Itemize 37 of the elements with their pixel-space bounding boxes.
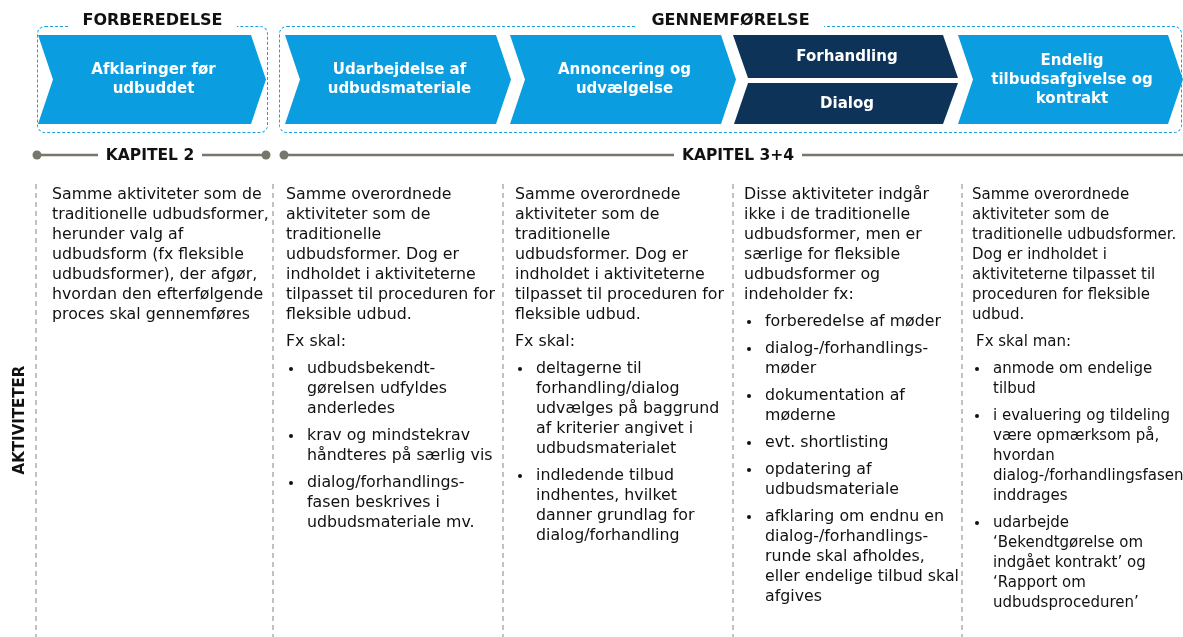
process-step bbox=[509, 34, 736, 124]
bullet-text: i evaluering og tildeling være opmærksom på, hvordan dialog-/forhandlingsfasen inddrages bbox=[993, 406, 1183, 504]
activity-text: Samme aktiviteter som de traditionelle udbudsformer, herunder valg af udbudsform (fx fleksible udbudsformer), der afgør, hvordan den efterfølgende proces skal gennemføres bbox=[52, 184, 270, 324]
bullet-text: deltagerne til forhandling/dialog udvælges på baggrund af kriterier angivet i udbudsmaterialet bbox=[536, 358, 720, 457]
process-step bbox=[957, 34, 1183, 124]
activity-text: Samme overordnede aktiviteter som de traditionelle udbudsformer. Dog er indholdet i aktiviteterne tilpasset til proceduren for fleksible udbud. bbox=[515, 184, 725, 324]
step-label: Afklaringer før udbuddet bbox=[90, 60, 217, 98]
activity-text: Disse aktiviteter indgår ikke i de traditionelle udbudsformer, men er særlige for fleksible udbudsformer og indeholder fx: bbox=[744, 184, 930, 304]
step-label: Annoncering og udvælgelse bbox=[556, 60, 693, 98]
activity-text: Fx skal: bbox=[286, 331, 347, 351]
process-step bbox=[732, 34, 958, 78]
activity-text: Samme overordnede aktiviteter som de traditionelle udbudsformer. Dog er indholdet i aktiviteterne tilpasset til proceduren for fleksible udbud. bbox=[286, 184, 496, 324]
bullet-text: dokumentation af møderne bbox=[765, 385, 905, 424]
bullet-text: udbudsbekendt-gørelsen udfyldes anderledes bbox=[307, 358, 447, 417]
bullet-text: opdatering af udbudsmateriale bbox=[765, 459, 899, 498]
activity-text: Fx skal: bbox=[515, 331, 576, 351]
bullet-text: krav og mindstekrav håndteres på særlig vis bbox=[307, 425, 493, 464]
row-heading: AKTIVITETER bbox=[9, 365, 28, 475]
bullet-text: evt. shortlisting bbox=[765, 432, 889, 451]
step-label: Udarbejdelse af udbudsmateriale bbox=[326, 60, 473, 98]
phase-heading: GENNEMFØRELSE bbox=[637, 10, 824, 29]
process-step bbox=[37, 34, 266, 124]
process-step bbox=[732, 82, 958, 124]
activity-text: Fx skal man: bbox=[975, 331, 1072, 351]
phase-heading: FORBEREDELSE bbox=[68, 10, 237, 29]
bullet-text: udarbejde ‘Bekendtgørelse om indgået kontrakt’ og ‘Rapport om udbudsproceduren’ bbox=[993, 513, 1146, 611]
bullet-text: dialog/forhandlings-fasen beskrives i udbudsmateriale mv. bbox=[307, 472, 475, 531]
bullet-text: afklaring om endnu en dialog-/forhandlings-runde skal afholdes, eller endelige tilbud skal afgives bbox=[765, 506, 959, 605]
bullet-text: forberedelse af møder bbox=[765, 311, 941, 330]
step-label: Endelig tilbudsafgivelse og kontrakt bbox=[990, 50, 1154, 108]
process-step bbox=[284, 34, 511, 124]
activity-text: Samme overordnede aktiviteter som de traditionelle udbudsformer. Dog er indholdet i aktiviteterne tilpasset til proceduren for fleksible udbud. bbox=[972, 184, 1178, 324]
bullet-text: indledende tilbud indhentes, hvilket danner grundlag for dialog/forhandling bbox=[536, 465, 695, 544]
bullet-text: dialog-/forhandlings-møder bbox=[765, 338, 929, 377]
bullet-text: anmode om endelige tilbud bbox=[993, 359, 1153, 397]
step-label: Forhandling bbox=[796, 46, 898, 66]
step-label: Dialog bbox=[820, 93, 874, 113]
